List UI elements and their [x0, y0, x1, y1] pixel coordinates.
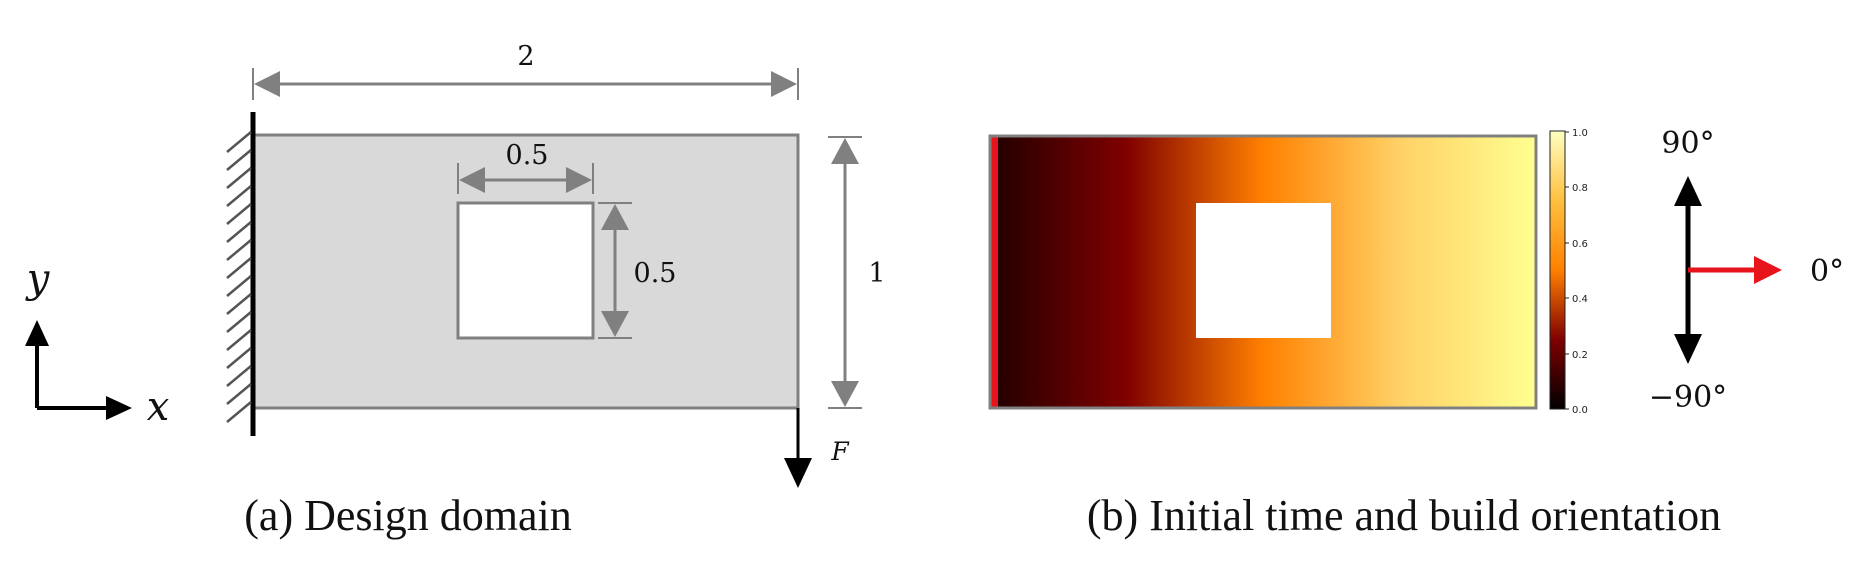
width-label: 2: [517, 41, 534, 72]
colorbar-tick: 0.6: [1572, 239, 1588, 250]
force-label: F: [830, 437, 850, 466]
design-domain: [251, 133, 800, 410]
colorbar-tick: 0.2: [1572, 350, 1588, 361]
colorbar-gradient: [1549, 130, 1566, 410]
red-orientation-strip: [990, 136, 998, 408]
height-dimension: 1: [828, 136, 886, 409]
angle-90-label: 90°: [1661, 126, 1714, 161]
colorbar-tick: 0.0: [1572, 405, 1588, 416]
time-orientation-panel: 1.0 0.8 0.6 0.4 0.2 0.0 90° 0° −90° (b) …: [988, 126, 1844, 540]
up-arrowhead: [1674, 176, 1702, 206]
height-label: 1: [868, 258, 885, 289]
angle-neg90-label: −90°: [1649, 380, 1727, 415]
hole-width-label: 0.5: [506, 140, 549, 171]
axis-y-label: y: [25, 256, 51, 302]
time-field-plot: [988, 134, 1538, 410]
force-arrow: F: [784, 408, 850, 488]
colorbar: 1.0 0.8 0.6 0.4 0.2 0.0: [1549, 128, 1588, 416]
hole-height-label: 0.5: [634, 258, 677, 289]
fixed-support: [226, 112, 256, 436]
axis-x-label: x: [147, 384, 170, 430]
caption-a: (a) Design domain: [244, 491, 571, 540]
colorbar-tick: 0.8: [1572, 183, 1588, 194]
design-domain-panel: 2 1 0.5 0.5: [25, 41, 886, 540]
colorbar-tick: 1.0: [1572, 128, 1588, 139]
coordinate-axes: y x: [25, 256, 170, 430]
down-arrowhead: [1674, 334, 1702, 364]
width-dimension: 2: [252, 41, 799, 100]
caption-b: (b) Initial time and build orientation: [1087, 491, 1721, 540]
hole-width-dimension: 0.5: [457, 140, 594, 194]
orientation-legend: 90° 0° −90°: [1649, 126, 1844, 415]
plot-frame: [988, 134, 1538, 410]
colorbar-tick: 0.4: [1572, 294, 1588, 305]
hole-height-dimension: 0.5: [598, 202, 677, 339]
angle-0-label: 0°: [1810, 254, 1844, 289]
time-field: [990, 136, 1536, 408]
